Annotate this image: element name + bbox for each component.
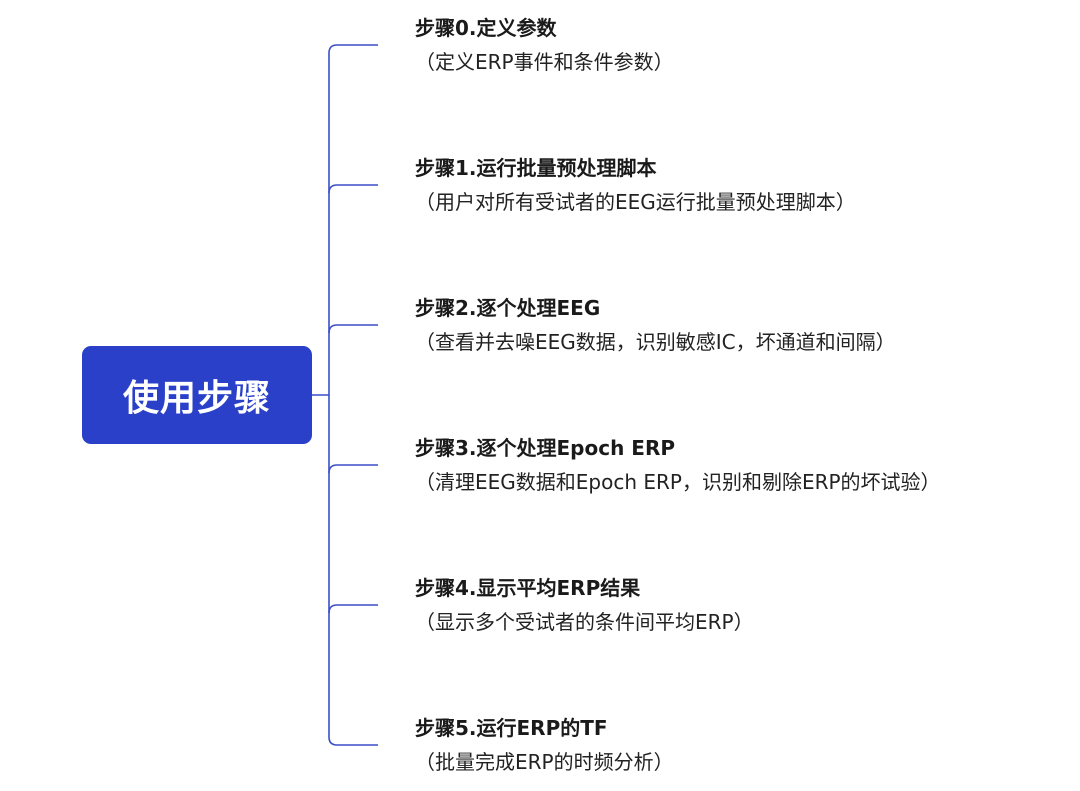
step-description: （定义ERP事件和条件参数） <box>415 50 674 74</box>
step-title: 步骤2.逐个处理EEG <box>415 296 601 320</box>
step-node-0[interactable]: 步骤0.定义参数 （定义ERP事件和条件参数） <box>415 15 674 75</box>
step-description: （批量完成ERP的时频分析） <box>415 750 674 774</box>
step-description: （清理EEG数据和Epoch ERP，识别和剔除ERP的坏试验） <box>415 470 941 494</box>
step-node-3[interactable]: 步骤3.逐个处理Epoch ERP （清理EEG数据和Epoch ERP，识别和剔… <box>415 435 941 495</box>
branch-line <box>328 44 378 54</box>
step-title: 步骤3.逐个处理Epoch ERP <box>415 436 676 460</box>
step-description: （显示多个受试者的条件间平均ERP） <box>415 610 754 634</box>
branch-line <box>328 736 378 746</box>
branch-line <box>328 604 378 614</box>
branch-line <box>328 464 378 474</box>
step-node-1[interactable]: 步骤1.运行批量预处理脚本 （用户对所有受试者的EEG运行批量预处理脚本） <box>415 155 856 215</box>
root-node[interactable]: 使用步骤 <box>82 346 312 444</box>
step-description: （查看并去噪EEG数据，识别敏感IC，坏通道和间隔） <box>415 330 896 354</box>
step-title: 步骤5.运行ERP的TF <box>415 716 608 740</box>
root-label: 使用步骤 <box>122 378 271 419</box>
step-title: 步骤4.显示平均ERP结果 <box>415 576 641 600</box>
step-description: （用户对所有受试者的EEG运行批量预处理脚本） <box>415 190 856 214</box>
step-node-4[interactable]: 步骤4.显示平均ERP结果 （显示多个受试者的条件间平均ERP） <box>415 575 754 635</box>
step-title: 步骤0.定义参数 <box>415 16 557 40</box>
branch-line <box>328 324 378 334</box>
step-node-2[interactable]: 步骤2.逐个处理EEG （查看并去噪EEG数据，识别敏感IC，坏通道和间隔） <box>415 295 896 355</box>
step-title: 步骤1.运行批量预处理脚本 <box>415 156 657 180</box>
branch-line <box>328 184 378 194</box>
step-node-5[interactable]: 步骤5.运行ERP的TF （批量完成ERP的时频分析） <box>415 715 674 775</box>
